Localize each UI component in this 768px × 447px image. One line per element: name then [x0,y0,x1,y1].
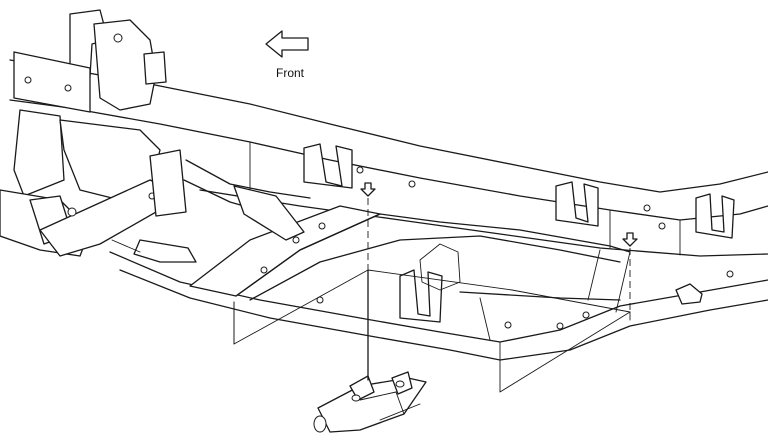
frame-crossmember [189,205,631,313]
front-label: Front [276,66,305,80]
front-crossmember-assembly [0,9,311,263]
transmission-mount-part [313,371,427,433]
installation-guides [233,182,638,393]
rail-brackets [303,143,735,323]
left-arrow-icon [265,30,309,58]
down-arrow-icon [360,182,376,197]
front-direction-indicator: Front [265,30,309,80]
down-arrow-icon [622,232,638,247]
